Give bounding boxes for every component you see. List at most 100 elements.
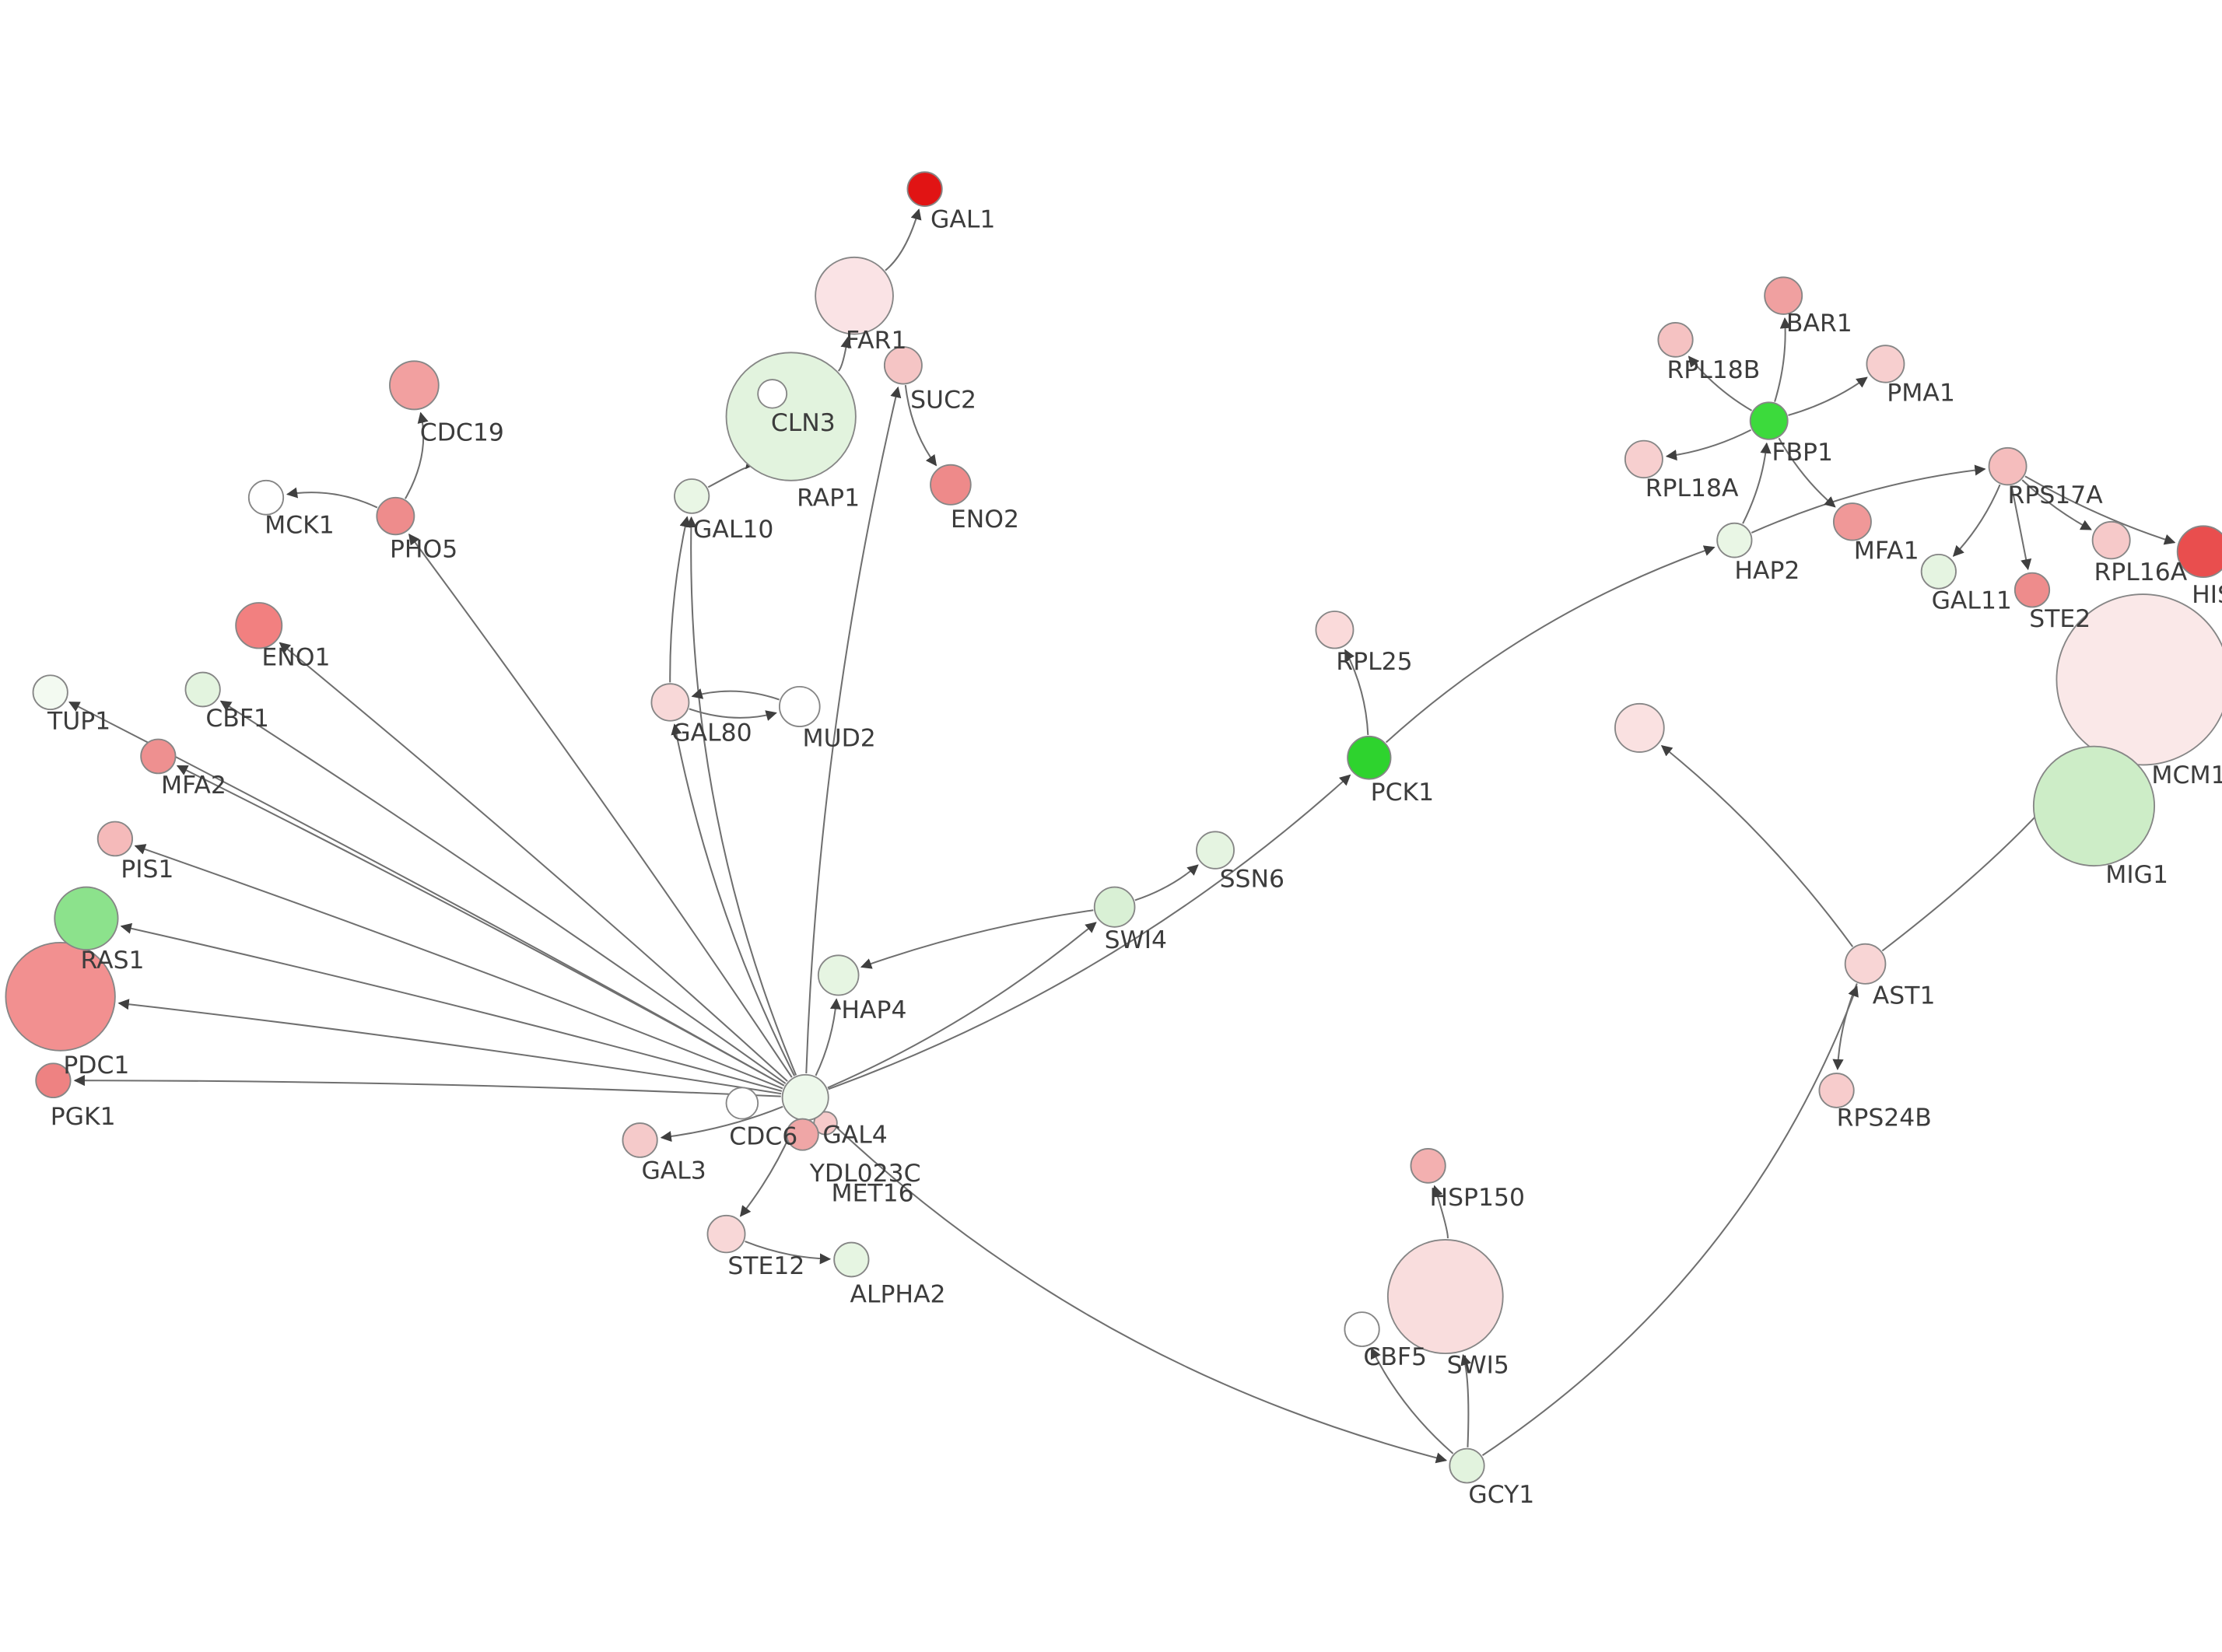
edge-fbp1-bar1[interactable]: [1774, 317, 1791, 402]
node-bar1[interactable]: [1764, 276, 1803, 315]
edge-pho5-mck1[interactable]: [286, 487, 378, 509]
node-cdc6[interactable]: [725, 1087, 759, 1120]
edge-gal4-swi4[interactable]: [827, 922, 1097, 1089]
node-pgk1[interactable]: [35, 1062, 72, 1099]
edge-ste12-alpha2[interactable]: [745, 1241, 832, 1265]
node-rps17a[interactable]: [1988, 446, 2027, 486]
node-rps24b[interactable]: [1818, 1073, 1855, 1108]
edge-gal4-tup1[interactable]: [68, 701, 785, 1087]
edge-ast1-node_x[interactable]: [1660, 745, 1854, 947]
edge-gal80-gal10[interactable]: [669, 516, 691, 683]
node-gal4[interactable]: [781, 1073, 829, 1122]
node-ste12[interactable]: [706, 1214, 746, 1254]
node-pck1[interactable]: [1347, 735, 1392, 780]
edge-gcy1-ast1[interactable]: [1481, 985, 1859, 1457]
node-mcm1[interactable]: [2056, 593, 2222, 766]
node-ydl023c[interactable]: [786, 1118, 819, 1151]
edge-pho5-cdc19[interactable]: [405, 411, 429, 499]
node-mud2[interactable]: [778, 685, 821, 727]
edge-gal4-pck1[interactable]: [828, 774, 1351, 1090]
edge-gal4-gal3[interactable]: [660, 1105, 783, 1143]
node-ast1[interactable]: [1844, 943, 1887, 985]
node-fbp1[interactable]: [1749, 401, 1789, 440]
edge-rps17a-gal11[interactable]: [1952, 484, 2001, 557]
edge-gal4-pgk1[interactable]: [73, 1075, 781, 1097]
node-mck1[interactable]: [247, 479, 285, 516]
edge-gal4-pho5[interactable]: [408, 533, 793, 1078]
edge-gal4-eno1[interactable]: [279, 642, 788, 1082]
node-cbf1[interactable]: [184, 671, 221, 708]
node-far1[interactable]: [815, 256, 894, 335]
edge-rps17a-his4[interactable]: [2024, 475, 2176, 545]
edge-rps17a-rpl16a[interactable]: [2021, 479, 2092, 530]
node-pdc1[interactable]: [5, 941, 116, 1052]
edge-hap2-rps17a[interactable]: [1751, 464, 1986, 534]
edge-gal4-gcy1[interactable]: [822, 1114, 1448, 1464]
edge-gal4-mfa2[interactable]: [176, 765, 785, 1087]
edge-gal4-gal10[interactable]: [685, 516, 797, 1076]
edge-gal80-mud2[interactable]: [689, 708, 777, 721]
edge-suc2-eno2[interactable]: [904, 385, 938, 467]
node-suc2[interactable]: [883, 346, 923, 385]
edge-gal4-cbf1[interactable]: [219, 700, 787, 1084]
node-cbf5[interactable]: [1344, 1311, 1380, 1347]
edge-gal4-hap4[interactable]: [815, 998, 842, 1076]
edge-gal10-cln3[interactable]: [707, 457, 757, 488]
edge-rps17a-ste2[interactable]: [2010, 485, 2032, 571]
edge-fbp1-pma1[interactable]: [1788, 376, 1868, 416]
edge-pck1-rpl25[interactable]: [1344, 649, 1369, 736]
edge-pck1-hap2[interactable]: [1385, 545, 1716, 744]
node-hap4[interactable]: [817, 954, 860, 996]
node-node_x[interactable]: [1614, 702, 1665, 753]
node-hap2[interactable]: [1716, 522, 1753, 558]
node-gal11[interactable]: [1920, 553, 1957, 590]
node-his4[interactable]: [2176, 525, 2222, 579]
edge-fbp1-rpl18a[interactable]: [1665, 429, 1752, 461]
node-eno2[interactable]: [930, 464, 972, 506]
edge-fbp1-mfa1[interactable]: [1778, 437, 1836, 508]
node-ste2[interactable]: [2013, 572, 2051, 608]
edge-swi4-ssn6[interactable]: [1134, 864, 1199, 901]
edge-far1-gal1[interactable]: [885, 208, 922, 271]
node-hsp150[interactable]: [1410, 1148, 1446, 1184]
edge-gcy1-swi5[interactable]: [1460, 1353, 1472, 1447]
node-mig1[interactable]: [2032, 745, 2156, 867]
node-eno1[interactable]: [235, 602, 283, 649]
edge-gal4-suc2[interactable]: [805, 386, 902, 1074]
node-gal3[interactable]: [622, 1122, 658, 1158]
node-rpl18b[interactable]: [1657, 322, 1694, 358]
node-mfa1[interactable]: [1832, 502, 1872, 541]
node-ssn6[interactable]: [1196, 831, 1235, 870]
node-gal80[interactable]: [650, 683, 690, 722]
node-swi4[interactable]: [1093, 886, 1136, 928]
node-ras1[interactable]: [54, 886, 119, 950]
edge-fbp1-rpl18b[interactable]: [1688, 355, 1753, 411]
node-mfa2[interactable]: [140, 738, 177, 775]
edge-mud2-gal80[interactable]: [691, 688, 780, 701]
node-rpl25[interactable]: [1315, 611, 1355, 649]
node-cdc19[interactable]: [389, 360, 440, 411]
node-gal1[interactable]: [906, 171, 943, 207]
node-cln3[interactable]: [725, 352, 857, 481]
node-gcy1[interactable]: [1449, 1447, 1485, 1484]
node-alpha2[interactable]: [833, 1241, 870, 1278]
node-rap1[interactable]: [757, 379, 788, 409]
node-rpl18a[interactable]: [1624, 439, 1663, 479]
edge-hap2-fbp1[interactable]: [1742, 442, 1772, 524]
edge-gal4-pis1[interactable]: [134, 844, 783, 1090]
node-tup1[interactable]: [32, 674, 68, 711]
node-pis1[interactable]: [96, 821, 133, 857]
node-pma1[interactable]: [1866, 345, 1905, 383]
edge-gal4-ras1[interactable]: [120, 922, 783, 1092]
edge-gal4-pdc1[interactable]: [117, 999, 782, 1095]
edge-swi4-hap4[interactable]: [860, 909, 1094, 969]
edge-swi5-hsp150[interactable]: [1432, 1185, 1449, 1239]
edge-gal4-gal80[interactable]: [671, 723, 796, 1076]
node-pho5[interactable]: [376, 496, 415, 536]
node-swi5[interactable]: [1386, 1238, 1504, 1355]
node-rpl16a[interactable]: [2091, 520, 2131, 560]
node-gal10[interactable]: [674, 478, 710, 514]
edge-gcy1-cbf5[interactable]: [1370, 1347, 1454, 1454]
edge-cln3-far1[interactable]: [837, 336, 852, 372]
